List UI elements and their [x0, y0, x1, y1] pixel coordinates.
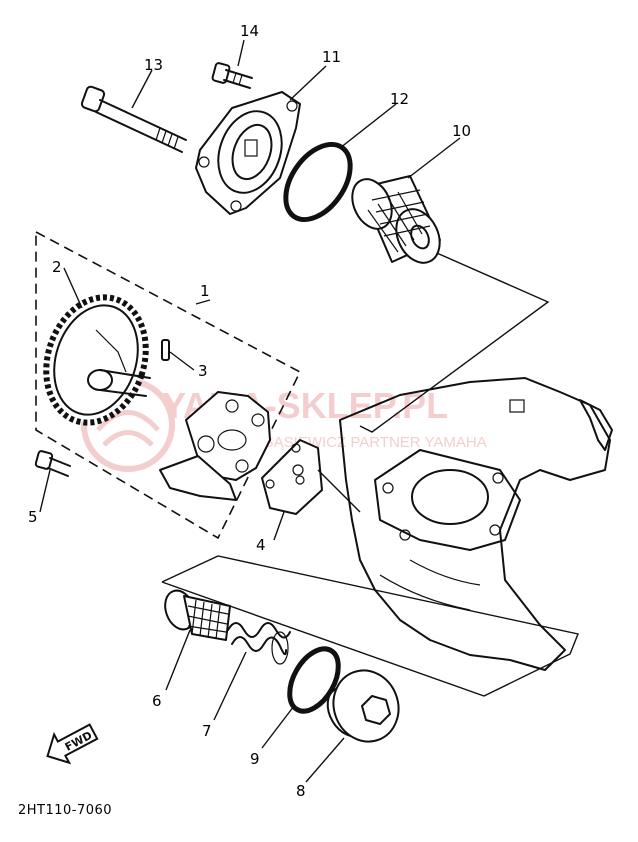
part-3-pin: [161, 339, 170, 361]
fwd-arrow: FWD: [46, 723, 99, 765]
callout-2: 2: [52, 258, 62, 276]
callout-10: 10: [452, 122, 471, 140]
callout-labels: 1 2 3 4 5 6 7 8 9 10 11 12 13 14: [28, 22, 471, 800]
part-9-o-ring: [287, 646, 341, 714]
callout-12: 12: [390, 90, 409, 108]
part-6-strainer: [164, 589, 231, 641]
part-10-oil-filter: [351, 175, 441, 264]
part-2-gear: [43, 294, 151, 426]
part-4-gasket: [261, 439, 361, 515]
callout-8: 8: [296, 782, 306, 800]
part-8-drain-plug: [326, 669, 400, 743]
part-7-spring: [227, 622, 291, 665]
callout-3: 3: [198, 362, 208, 380]
strainer-reference-frame: [161, 555, 579, 697]
pump-assembly-box: [35, 230, 302, 540]
callout-13: 13: [144, 56, 163, 74]
part-14-short-bolt: [211, 62, 253, 89]
callout-7: 7: [202, 722, 212, 740]
part-1-pump-body: [159, 391, 271, 501]
watermark-sub: PIOTR GĄSIEWICZ PARTNER YAMAHA: [212, 434, 487, 451]
callout-14: 14: [240, 22, 259, 40]
leader-lines: [39, 39, 461, 783]
part-12-o-ring: [283, 142, 353, 222]
diagram-code: 2HT110-7060: [18, 803, 112, 818]
callout-5: 5: [28, 508, 38, 526]
callout-6: 6: [152, 692, 162, 710]
callout-1: 1: [200, 282, 210, 300]
callout-11: 11: [322, 48, 341, 66]
part-5-screw: [34, 450, 71, 477]
part-11-filter-cover: [195, 91, 301, 215]
callout-4: 4: [256, 536, 266, 554]
filter-reference-frame: [359, 249, 550, 433]
callout-9: 9: [250, 750, 260, 768]
part-13-long-bolt: [80, 85, 187, 153]
